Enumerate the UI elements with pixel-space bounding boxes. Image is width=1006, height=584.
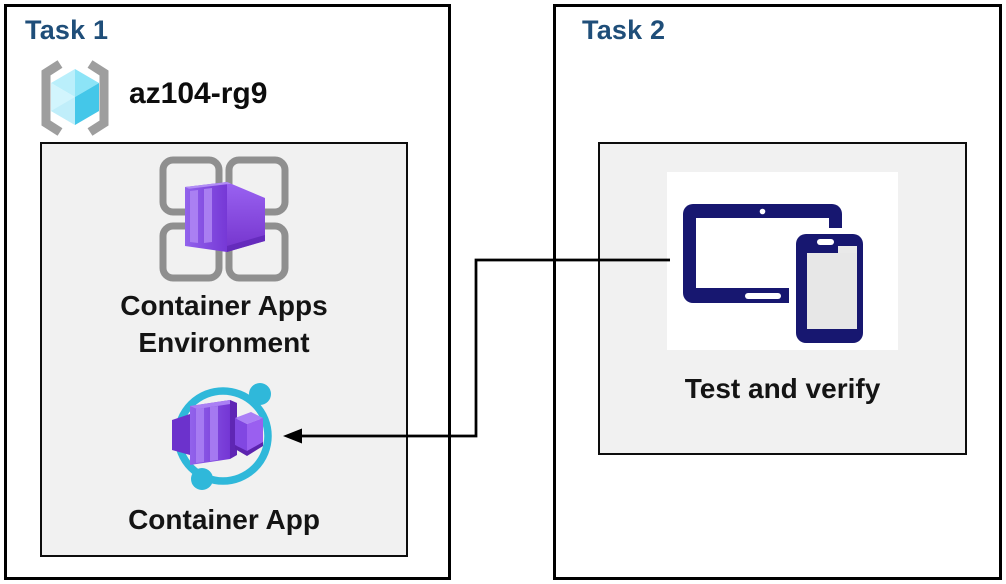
resource-group-label: az104-rg9 [129, 77, 268, 110]
devices-panel [667, 172, 898, 350]
container-app-icon [172, 383, 272, 490]
container-apps-environment-icon [159, 156, 289, 282]
devices-icon [683, 204, 869, 349]
container-app-label: Container App [128, 504, 320, 535]
task2-title: Task 2 [582, 15, 666, 45]
task1-title: Task 1 [25, 15, 109, 45]
resource-group-icon [41, 60, 109, 136]
container-apps-environment-label: Container Apps Environment [120, 290, 328, 358]
test-and-verify-label: Test and verify [684, 373, 881, 404]
